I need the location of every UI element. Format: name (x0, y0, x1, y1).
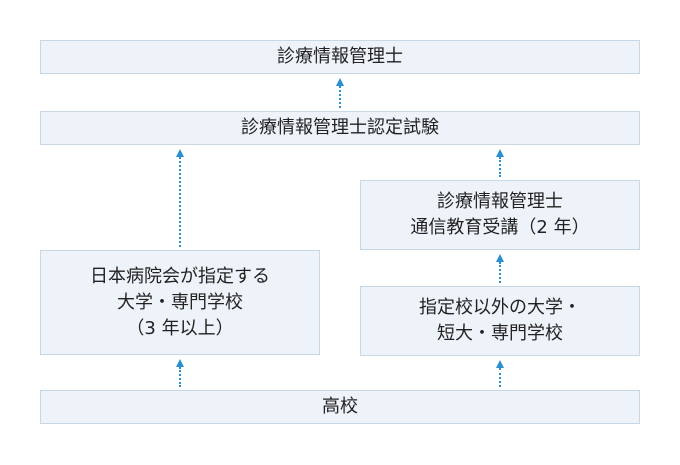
arrow-high-to-other (496, 360, 504, 387)
arrow-head (496, 254, 504, 262)
arrow-head (176, 149, 184, 157)
arrow-designated-to-exam (176, 149, 184, 247)
arrow-line (499, 157, 501, 177)
arrow-correspondence-to-exam (496, 149, 504, 177)
node-other-school-line2: 短大・専門学校 (437, 323, 563, 344)
node-designated-school-line1: 日本病院会が指定する (90, 265, 270, 287)
node-high-school-label: 高校 (322, 396, 358, 417)
node-exam-label: 診療情報管理士認定試験 (241, 117, 439, 138)
node-other-school-line1: 指定校以外の大学・ (419, 297, 581, 318)
node-high-school: 高校 (40, 390, 640, 424)
arrow-other-to-correspondence (496, 254, 504, 283)
arrow-head (176, 359, 184, 367)
arrow-line (179, 367, 181, 387)
node-qualification: 診療情報管理士 (40, 40, 640, 74)
node-designated-school: 日本病院会が指定する 大学・専門学校 （3 年以上） (40, 250, 320, 355)
arrow-line (499, 262, 501, 283)
arrow-exam-to-qualification (336, 78, 344, 108)
arrow-line (179, 157, 181, 247)
node-correspondence-line1: 診療情報管理士 (437, 191, 563, 212)
arrow-line (499, 368, 501, 387)
node-exam: 診療情報管理士認定試験 (40, 111, 640, 145)
arrow-high-to-designated (176, 359, 184, 387)
arrow-head (336, 78, 344, 86)
node-correspondence-line2: 通信教育受講（2 年） (410, 217, 590, 238)
node-other-school: 指定校以外の大学・ 短大・専門学校 (360, 286, 640, 356)
arrow-head (496, 149, 504, 157)
node-correspondence-course: 診療情報管理士 通信教育受講（2 年） (360, 180, 640, 250)
arrow-head (496, 360, 504, 368)
arrow-line (339, 86, 341, 108)
node-qualification-label: 診療情報管理士 (277, 46, 403, 67)
node-designated-school-line3: （3 年以上） (126, 317, 234, 339)
node-designated-school-line2: 大学・専門学校 (117, 291, 243, 313)
